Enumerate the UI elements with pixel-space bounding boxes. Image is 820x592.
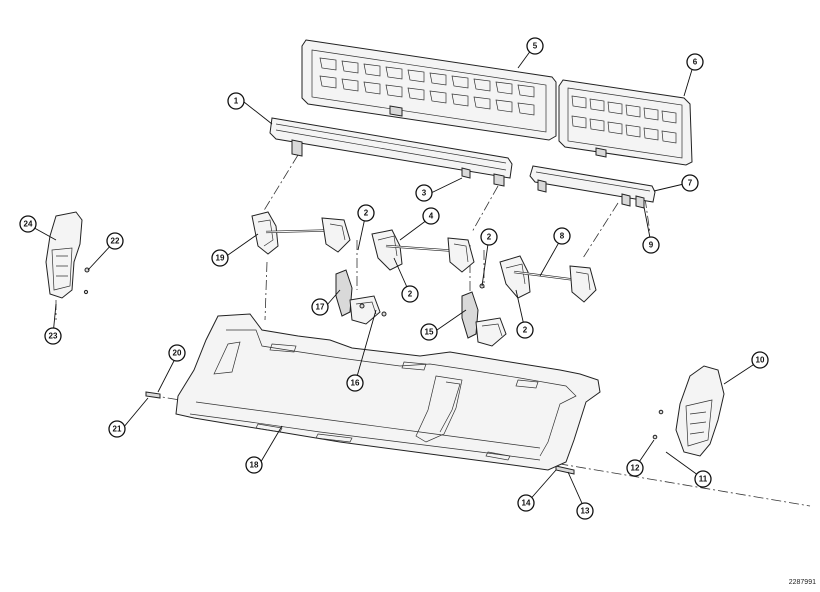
callout-2b: 2 bbox=[401, 285, 419, 303]
callout-15: 15 bbox=[420, 323, 438, 341]
side-trim-left bbox=[45, 211, 83, 299]
callout-23: 23 bbox=[44, 327, 62, 345]
callout-18: 18 bbox=[245, 456, 263, 474]
callout-11: 11 bbox=[694, 470, 712, 488]
svg-text:12: 12 bbox=[631, 464, 640, 473]
seat-cushion-frame-middle bbox=[371, 229, 475, 273]
svg-text:8: 8 bbox=[560, 232, 565, 241]
callout-3: 3 bbox=[415, 184, 433, 202]
svg-text:17: 17 bbox=[316, 303, 325, 312]
svg-text:15: 15 bbox=[425, 328, 434, 337]
svg-text:5: 5 bbox=[533, 42, 538, 51]
svg-text:2: 2 bbox=[408, 290, 413, 299]
callout-2d: 2 bbox=[516, 321, 534, 339]
svg-text:22: 22 bbox=[111, 237, 120, 246]
callout-12: 12 bbox=[626, 459, 644, 477]
callout-10: 10 bbox=[751, 351, 769, 369]
callout-16: 16 bbox=[346, 374, 364, 392]
svg-text:21: 21 bbox=[113, 425, 122, 434]
svg-text:4: 4 bbox=[429, 212, 434, 221]
callout-19: 19 bbox=[211, 249, 229, 267]
svg-text:9: 9 bbox=[649, 241, 654, 250]
svg-text:2: 2 bbox=[364, 209, 369, 218]
fasteners bbox=[83, 267, 664, 475]
svg-text:2: 2 bbox=[523, 326, 528, 335]
callout-20: 20 bbox=[168, 344, 186, 362]
svg-text:11: 11 bbox=[699, 475, 708, 484]
callout-22: 22 bbox=[106, 232, 124, 250]
callout-5: 5 bbox=[526, 37, 544, 55]
callout-24: 24 bbox=[19, 215, 37, 233]
svg-text:16: 16 bbox=[351, 379, 360, 388]
svg-text:7: 7 bbox=[688, 179, 693, 188]
callout-2a: 2 bbox=[357, 204, 375, 222]
callout-4: 4 bbox=[422, 207, 440, 225]
svg-text:19: 19 bbox=[216, 254, 225, 263]
callout-2c: 2 bbox=[480, 228, 498, 246]
seat-back-hinge-rail-short bbox=[529, 165, 656, 209]
latch-lever-right bbox=[461, 291, 507, 347]
seat-cushion-frame-left bbox=[251, 211, 351, 255]
seat-base-frame bbox=[175, 313, 601, 471]
seat-back-hinge-rail-long bbox=[269, 117, 513, 187]
side-trim-right bbox=[675, 365, 725, 457]
svg-text:2: 2 bbox=[487, 233, 492, 242]
seat-back-panel-small bbox=[558, 79, 693, 166]
svg-text:10: 10 bbox=[756, 356, 765, 365]
latch-lever-left bbox=[335, 269, 381, 325]
svg-text:20: 20 bbox=[173, 349, 182, 358]
callout-1: 1 bbox=[227, 92, 245, 110]
callout-6: 6 bbox=[686, 53, 704, 71]
callout-17: 17 bbox=[311, 298, 329, 316]
callout-8: 8 bbox=[553, 227, 571, 245]
callout-14: 14 bbox=[517, 494, 535, 512]
svg-text:6: 6 bbox=[693, 58, 698, 67]
svg-text:23: 23 bbox=[49, 332, 58, 341]
svg-text:24: 24 bbox=[24, 220, 33, 229]
svg-text:14: 14 bbox=[522, 499, 531, 508]
callout-21: 21 bbox=[108, 420, 126, 438]
svg-text:1: 1 bbox=[234, 97, 239, 106]
seat-cushion-frame-right bbox=[499, 255, 597, 303]
svg-text:18: 18 bbox=[250, 461, 259, 470]
figure-number: 2287991 bbox=[788, 579, 816, 586]
callout-9: 9 bbox=[642, 236, 660, 254]
svg-text:3: 3 bbox=[422, 189, 427, 198]
svg-text:13: 13 bbox=[581, 507, 590, 516]
seat-back-panel-large bbox=[301, 39, 557, 141]
callout-13: 13 bbox=[576, 502, 594, 520]
callout-7: 7 bbox=[681, 174, 699, 192]
